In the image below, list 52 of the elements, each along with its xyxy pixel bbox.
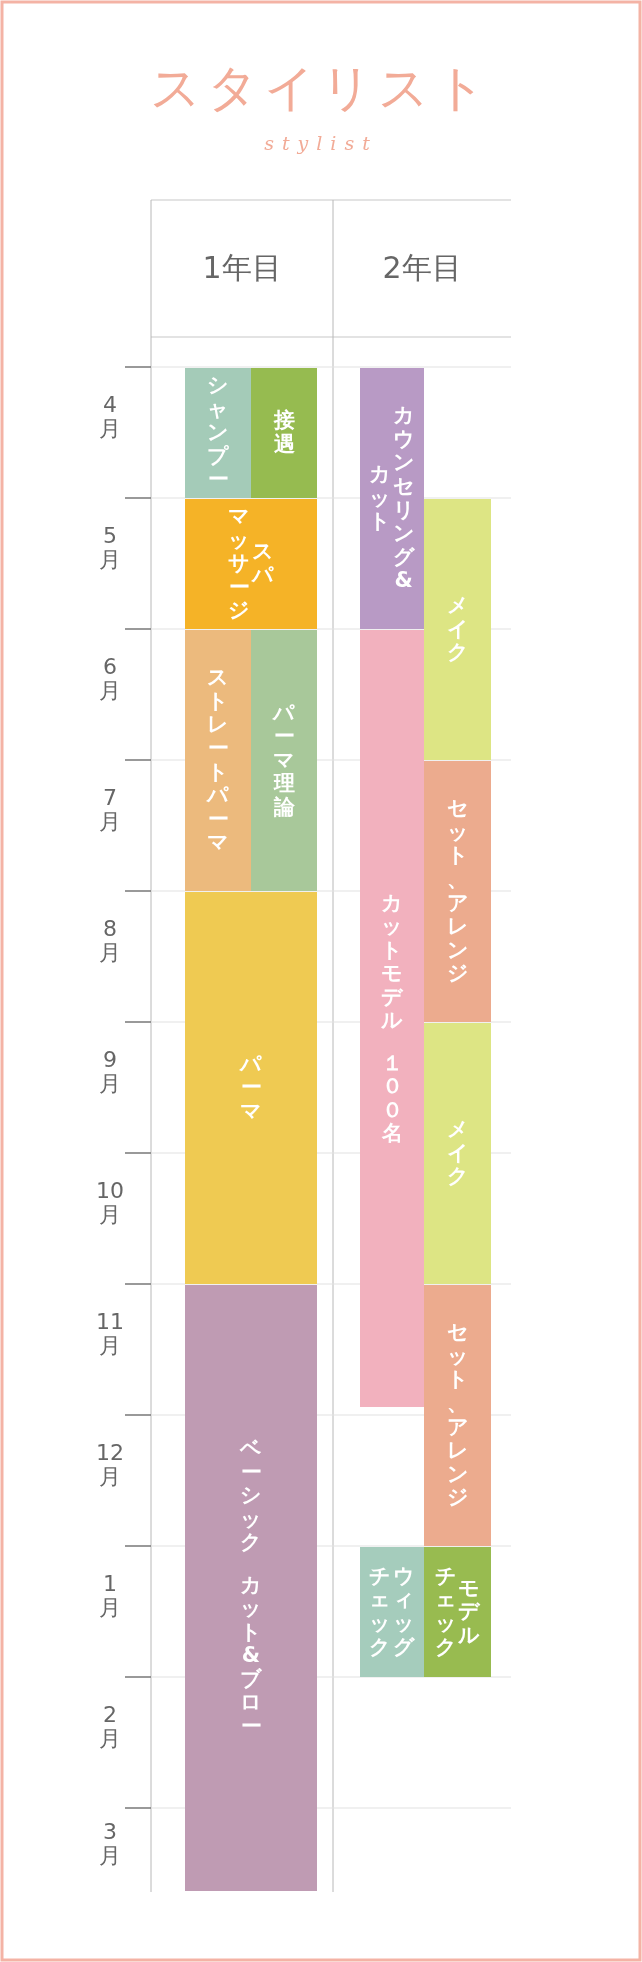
month-label: 5月 [98,524,122,573]
bar-label: ウィッグ [392,1564,416,1660]
schedule-bar [251,368,317,498]
bar-label: シャンプー [206,374,230,492]
bar-label: カット&ブロー [239,1573,263,1739]
month-label: 12月 [96,1441,124,1490]
subtitle: stylist [263,132,379,154]
schedule-bar [424,1547,491,1677]
bar-label: カットモデル [380,891,404,1033]
schedule-bar [185,630,251,891]
bar-label: マッサージ [227,505,251,623]
schedule-bar [185,1285,317,1891]
bar-label: １００名 [380,1051,404,1146]
bar-label: モデル [457,1576,481,1648]
bar-label: メイク [445,1118,470,1189]
bar-label: メイク [445,594,470,665]
bar-label: 接遇 [272,409,296,457]
schedule-bar [424,1285,491,1546]
month-label: 3月 [98,1820,122,1869]
bar-label: パーマ理論 [272,701,296,820]
bar-label: スパ [251,540,275,588]
bar-label: ストレートパーマ [206,666,230,855]
schedule-bar [360,630,424,1408]
bar-label: カット [368,463,392,534]
bar-label: セット、アレンジ [445,1321,470,1510]
month-label: 2月 [98,1703,122,1752]
schedule-bar [185,892,317,1284]
month-label: 8月 [98,917,122,966]
bar-label: セット、アレンジ [445,797,470,986]
schedule-bar [360,1547,424,1677]
bar-label: チェック [368,1564,392,1660]
schedule-bar [424,761,491,1022]
schedule-bar [185,368,251,498]
bar-label: パーマ [239,1052,263,1124]
schedule-bar [185,499,317,629]
schedule-bar [251,630,317,891]
title: スタイリスト [149,58,493,119]
schedule-bar [424,1023,491,1284]
column-header: 2年目 [381,249,463,287]
schedule-bar [424,499,491,760]
month-label: 9月 [98,1048,122,1097]
bar-label: チェック [434,1564,458,1660]
month-label: 11月 [96,1310,124,1359]
bar-label: カウンセリング& [392,404,416,593]
column-header: 1年目 [201,249,283,287]
month-label: 4月 [98,393,122,442]
month-label: 1月 [98,1572,122,1621]
month-label: 7月 [98,786,122,835]
bar-label: ベーシック [239,1437,263,1555]
month-label: 10月 [96,1179,124,1228]
schedule-bar [360,368,424,629]
month-label: 6月 [98,655,122,704]
